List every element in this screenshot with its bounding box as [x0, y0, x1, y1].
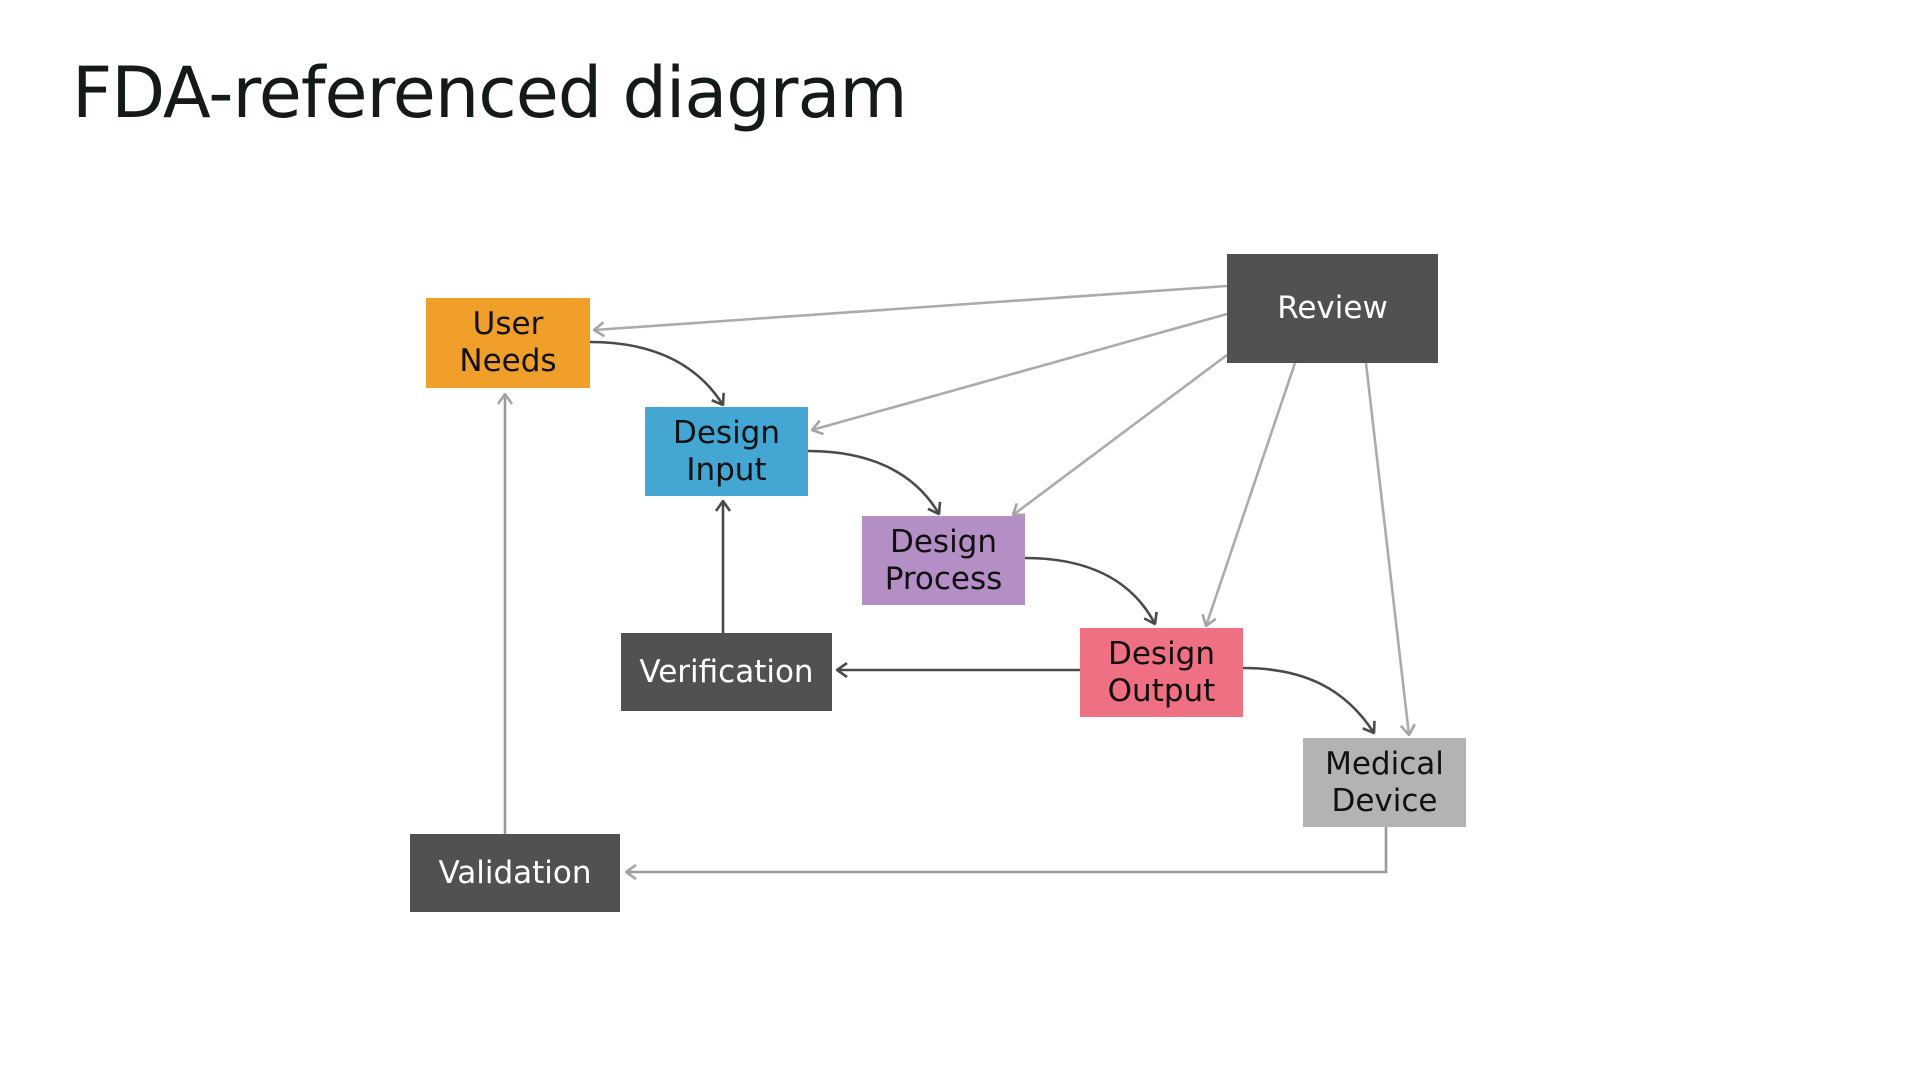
page-title: FDA-referenced diagram: [72, 52, 908, 134]
node-design-output-line1: Design: [1107, 635, 1216, 672]
node-review-label: Review: [1277, 290, 1388, 326]
node-medical-device: Medical Device: [1303, 738, 1466, 827]
node-design-output: Design Output: [1080, 628, 1243, 717]
node-user-needs-line1: User: [472, 306, 544, 342]
node-user-needs-line2: Needs: [459, 343, 557, 379]
node-review: Review: [1227, 254, 1438, 363]
node-design-process: Design Process: [862, 516, 1025, 605]
edge-medical-device-to-validation: [626, 827, 1388, 872]
edge-design-process-to-design-output: [1024, 556, 1155, 624]
edge-review-to-design-input: [812, 312, 1228, 430]
node-medical-device-line2: Device: [1331, 782, 1438, 819]
edge-review-to-design-process: [1013, 353, 1228, 515]
node-user-needs: User Needs: [426, 298, 590, 388]
node-verification: Verification: [621, 633, 832, 711]
edge-user-needs-to-design-input: [589, 340, 723, 405]
edge-review-to-user-needs: [594, 284, 1228, 330]
node-design-input-line1: Design: [672, 414, 781, 451]
node-design-input: Design Input: [645, 407, 808, 496]
node-medical-device-line1: Medical: [1325, 745, 1444, 782]
node-design-process-line1: Design: [889, 523, 998, 560]
node-design-output-line2: Output: [1107, 672, 1216, 709]
node-validation-label: Validation: [438, 854, 592, 891]
edge-design-output-to-medical-device: [1242, 666, 1374, 733]
edge-review-to-medical-device: [1364, 362, 1409, 735]
node-design-input-line2: Input: [686, 451, 767, 488]
node-verification-label: Verification: [639, 653, 814, 690]
node-validation: Validation: [410, 834, 620, 912]
edge-design-input-to-design-process: [807, 449, 939, 514]
edge-review-to-design-output: [1206, 362, 1297, 626]
node-design-process-line2: Process: [884, 560, 1003, 597]
